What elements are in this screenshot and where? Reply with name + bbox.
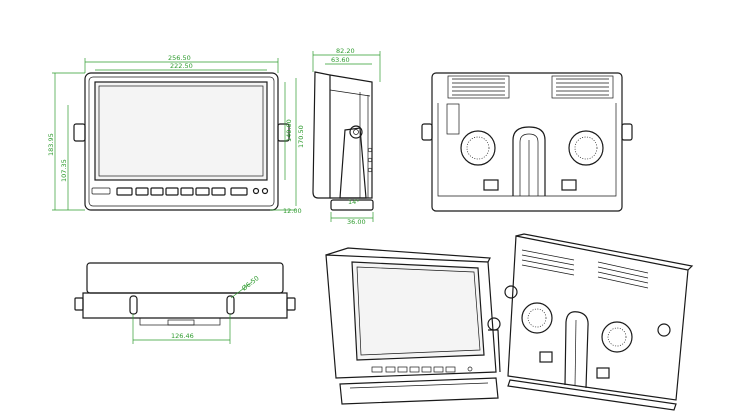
dim-bottom: 12.00 (283, 207, 302, 215)
bracket-icon (339, 127, 367, 199)
side-view: 82.20 63.60 14° 36.00 (312, 47, 381, 226)
side-dimensions: 82.20 63.60 14° 36.00 (312, 47, 381, 226)
mount-knob-icon (277, 123, 290, 142)
speaker-grille-icon (460, 130, 496, 166)
dim-angle: 14° (348, 198, 360, 206)
dim-hole-dia: Ø6.50 (240, 274, 260, 292)
perspective-vents (521, 249, 649, 289)
speaker-grille-icon (521, 302, 553, 334)
bottom-view: 126.46 Ø6.50 (74, 262, 296, 344)
dim-right-outer: 170.50 (297, 125, 305, 148)
dim-screen-height: 107.35 (60, 159, 68, 182)
dim-screen-width: 222.50 (170, 62, 193, 70)
front-screen (94, 81, 268, 181)
mount-knob-icon (487, 317, 501, 331)
front-button-row (91, 187, 269, 196)
rear-vents (447, 75, 614, 99)
mount-knob-icon (657, 323, 671, 337)
dim-depth-inner: 63.60 (331, 56, 350, 64)
mount-knob-icon (421, 123, 433, 141)
speaker-grille-icon (601, 321, 633, 353)
perspective-buttons (371, 366, 473, 373)
bottom-dimensions: 126.46 Ø6.50 (132, 274, 261, 344)
rear-view (421, 72, 633, 212)
dim-right-inner: 140.00 (285, 119, 293, 142)
dim-base: 36.00 (347, 218, 366, 226)
dim-total-height: 183.95 (47, 133, 55, 156)
front-dimensions: 256.50 222.50 183.95 107.35 140.00 170.5… (47, 54, 305, 215)
front-view: 256.50 222.50 183.95 107.35 140.00 170.5… (47, 54, 305, 215)
dim-depth-total: 82.20 (336, 47, 355, 55)
perspective-front (325, 247, 501, 405)
mount-knob-icon (504, 285, 518, 299)
perspective-rear (504, 233, 694, 411)
mount-knob-icon (73, 123, 86, 142)
dim-total-width: 256.50 (168, 54, 191, 62)
speaker-grille-icon (568, 130, 604, 166)
dim-hole-spacing: 126.46 (171, 332, 194, 340)
mount-knob-icon (621, 123, 633, 141)
